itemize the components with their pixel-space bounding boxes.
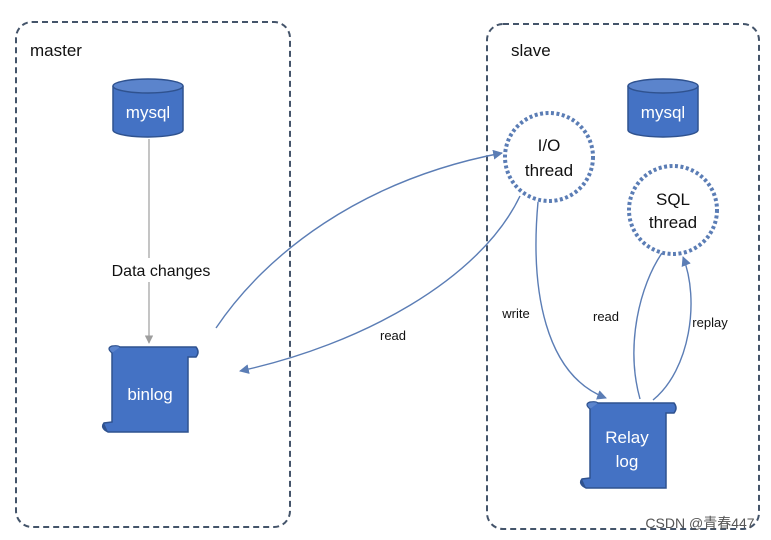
sql-thread-node: SQL thread [627,164,719,256]
sql-thread-label-line2: thread [649,213,697,232]
relay-log-label-line2: log [616,452,639,471]
watermark-text: CSDN @青春447 [645,515,754,531]
io-read-label: read [380,328,406,343]
io-thread-node: I/O thread [503,111,595,203]
binlog-label: binlog [127,385,172,404]
sql-read-curve [633,252,663,400]
master-panel-label: master [30,41,82,60]
binlog-to-io-arrow [215,149,503,329]
slave-mysql-database: mysql [627,78,699,138]
relay-log-scroll: Relay log [579,401,677,489]
write-arrow [535,201,607,400]
slave-panel: slave [486,23,760,530]
master-panel: master [15,21,291,528]
relay-log-label-line1: Relay [605,428,649,447]
io-thread-label-line1: I/O [538,136,561,155]
binlog-scroll: binlog [101,345,199,433]
sql-thread-label-line1: SQL [656,190,690,209]
data-changes-label: Data changes [112,263,211,280]
replay-arrow [652,256,692,401]
io-read-arrow [239,195,521,374]
io-thread-label-line2: thread [525,161,573,180]
master-mysql-database: mysql [112,78,184,138]
data-changes-label-bg [104,258,216,282]
master-mysql-label: mysql [126,103,170,122]
slave-mysql-label: mysql [641,103,685,122]
replay-label: replay [692,315,728,330]
sql-read-label: read [593,309,619,324]
write-label: write [501,306,529,321]
slave-panel-label: slave [511,41,551,60]
